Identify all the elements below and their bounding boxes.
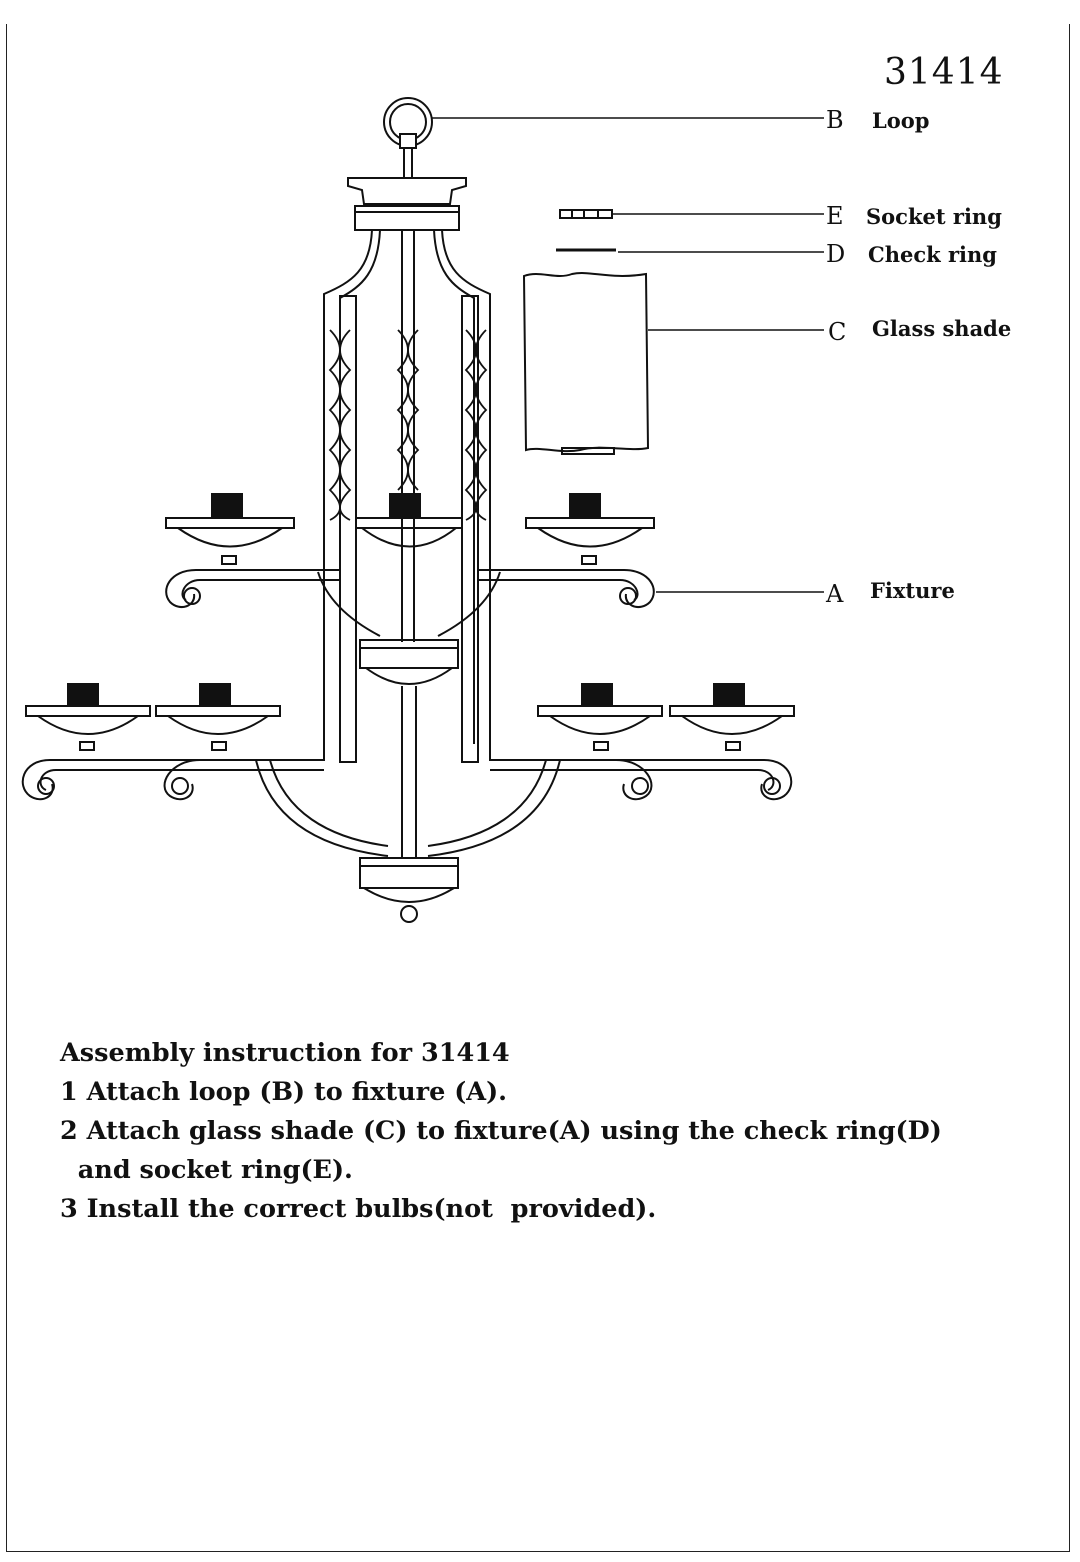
middle-hub [359,639,459,858]
instructions-title: Assembly instruction for 31414 [60,1038,510,1068]
instruction-step-1: 1 Attach loop (B) to fixture (A). [60,1077,508,1107]
part-letter-d: D [826,240,846,268]
central-frame [256,229,560,763]
part-name-fixture: Fixture [870,578,955,603]
lower-cups [25,683,795,751]
part-name-socket-ring: Socket ring [866,204,1002,229]
instruction-step-2: 2 Attach glass shade (C) to fixture(A) u… [60,1116,942,1146]
lower-arms [21,759,793,801]
upper-cups [165,493,655,565]
part-name-check-ring: Check ring [868,242,997,267]
part-letter-b: B [826,106,844,134]
page-border [6,24,1070,1552]
model-number: 31414 [884,52,1004,93]
instruction-step-2-continued: and socket ring(E). [60,1155,353,1185]
bottom-bowl [255,759,561,923]
instruction-step-3: 3 Install the correct bulbs(not provided… [60,1194,657,1224]
part-letter-a: A [826,580,844,608]
twisted-bars [328,329,488,521]
part-letter-e: E [826,202,844,230]
socket-ring-part [559,209,613,219]
upper-arms [165,569,655,637]
part-letter-c: C [828,318,847,346]
loop-part [383,97,433,178]
canopy [347,177,467,231]
part-name-glass-shade: Glass shade [872,316,1012,341]
part-name-loop: Loop [872,108,930,133]
assembly-instructions: Assembly instruction for 31414 1 Attach … [60,1034,1040,1229]
leader-lines [432,117,824,593]
glass-shade-part [522,272,650,455]
